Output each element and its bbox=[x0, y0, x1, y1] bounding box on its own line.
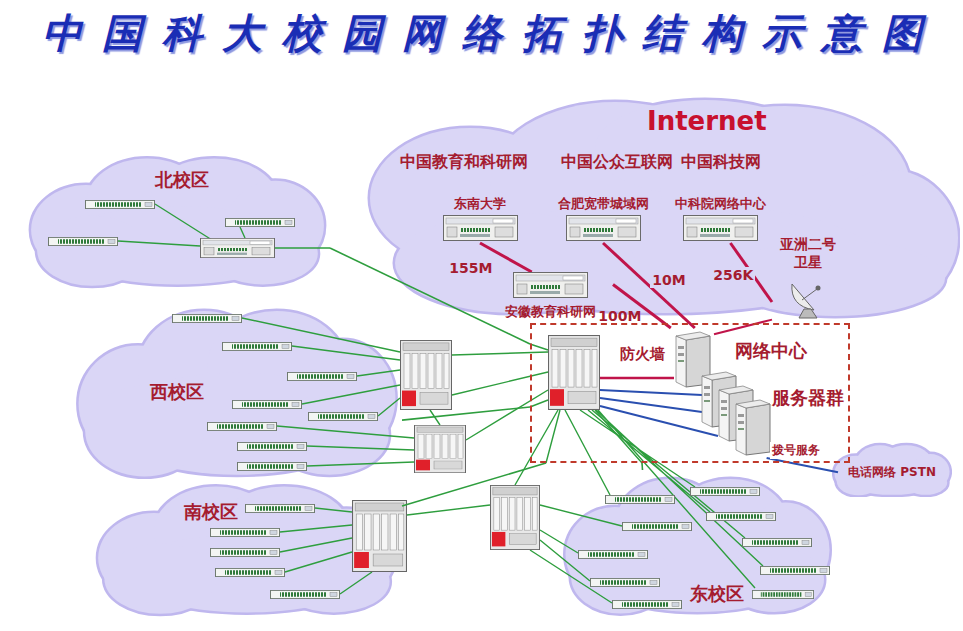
edge-label-slot: 拨号服务 bbox=[770, 439, 822, 459]
text-slot: Internet bbox=[647, 106, 767, 136]
router-icon-art bbox=[566, 215, 641, 241]
link-line bbox=[402, 463, 546, 506]
text-slot: 中国科技网 bbox=[681, 152, 761, 173]
router-icon-art bbox=[513, 272, 588, 298]
campus-cloud: 南校区 bbox=[92, 478, 402, 618]
satellite-node: 亚洲二号 卫星 bbox=[772, 236, 844, 324]
pstn-cloud: 电话网络 PSTN bbox=[832, 442, 952, 497]
router-node: 东南大学 bbox=[438, 193, 522, 243]
text-slot: 南校区 bbox=[184, 500, 238, 524]
router-icon bbox=[513, 272, 588, 298]
cloud-shape bbox=[92, 478, 402, 618]
router-node: 安徽教育科研网 bbox=[488, 272, 613, 322]
text-slot: 东南大学 bbox=[438, 193, 522, 213]
text-slot: 中国公众互联网 bbox=[561, 152, 673, 173]
text-slot: 网络中心 bbox=[735, 339, 807, 363]
node-label: 网络中心 bbox=[735, 340, 807, 361]
firewall-node: 防火墙 bbox=[618, 328, 714, 390]
edge-label-slot: 100M bbox=[596, 306, 643, 325]
text-slot: 西校区 bbox=[150, 380, 204, 404]
node-label: 东校区 bbox=[690, 583, 744, 604]
bandwidth-label: 256K bbox=[711, 267, 755, 283]
edge-label-slot: 10M bbox=[650, 270, 687, 289]
node-label: Internet bbox=[647, 106, 767, 136]
campus-cloud: 东校区 bbox=[560, 470, 835, 618]
text-slot: 服务器群 bbox=[772, 386, 844, 410]
cloud-shape bbox=[72, 300, 402, 482]
text-slot: 东校区 bbox=[690, 582, 744, 606]
text-slot: 安徽教育科研网 bbox=[488, 301, 613, 321]
bandwidth-label: 155M bbox=[447, 260, 494, 276]
router-icon-art bbox=[443, 215, 518, 241]
link-line bbox=[714, 320, 772, 335]
node-label: 合肥宽带城域网 bbox=[558, 196, 649, 211]
text-slot: 防火墙 bbox=[620, 344, 665, 364]
title-slot: 中国科大校园网络拓扑结构示意图 bbox=[0, 6, 963, 61]
text-slot: 亚洲二号 卫星 bbox=[772, 236, 844, 271]
bandwidth-label: 拨号服务 bbox=[770, 442, 822, 459]
bandwidth-label: 100M bbox=[596, 308, 643, 324]
satellite-dish-icon bbox=[786, 280, 830, 320]
router-icon bbox=[683, 215, 758, 241]
link-line bbox=[330, 248, 530, 344]
edge-label-slot: 155M bbox=[447, 258, 494, 277]
campus-cloud: 西校区 bbox=[72, 300, 402, 482]
bandwidth-label: 10M bbox=[650, 272, 687, 288]
node-label: 中国教育和科研网 bbox=[400, 152, 528, 171]
edge-label-slot: 256K bbox=[711, 265, 755, 284]
node-label: 中国公众互联网 bbox=[561, 152, 673, 171]
router-node: 中科院网络中心 bbox=[668, 193, 772, 243]
node-label: 北校区 bbox=[155, 169, 209, 190]
node-label: 中科院网络中心 bbox=[675, 196, 766, 211]
node-label: 防火墙 bbox=[620, 345, 665, 363]
text-slot: 电话网络 PSTN bbox=[832, 461, 952, 481]
router-icon bbox=[443, 215, 518, 241]
router-node: 合肥宽带城域网 bbox=[548, 193, 658, 243]
router-icon bbox=[566, 215, 641, 241]
link-line bbox=[767, 458, 838, 472]
server-icons bbox=[700, 370, 772, 456]
text-slot: 北校区 bbox=[155, 168, 209, 192]
diagram-title: 中国科大校园网络拓扑结构示意图 bbox=[22, 6, 942, 61]
text-slot: 合肥宽带城域网 bbox=[548, 193, 658, 213]
node-label: 服务器群 bbox=[772, 387, 844, 408]
node-label: 亚洲二号 卫星 bbox=[777, 236, 839, 271]
text-slot: 中国教育和科研网 bbox=[400, 152, 528, 173]
server-icons-art bbox=[700, 370, 772, 456]
node-label: 安徽教育科研网 bbox=[505, 304, 596, 319]
node-label: 电话网络 PSTN bbox=[848, 465, 936, 479]
node-label: 西校区 bbox=[150, 381, 204, 402]
node-label: 中国科技网 bbox=[681, 152, 761, 171]
satellite-dish-icon-art bbox=[786, 280, 830, 320]
node-label: 南校区 bbox=[184, 501, 238, 522]
link-line bbox=[402, 407, 530, 420]
campus-cloud: 北校区 bbox=[25, 150, 330, 290]
router-icon-art bbox=[683, 215, 758, 241]
link-line bbox=[641, 463, 643, 470]
text-slot: 中科院网络中心 bbox=[668, 193, 772, 213]
node-label: 东南大学 bbox=[454, 196, 506, 211]
